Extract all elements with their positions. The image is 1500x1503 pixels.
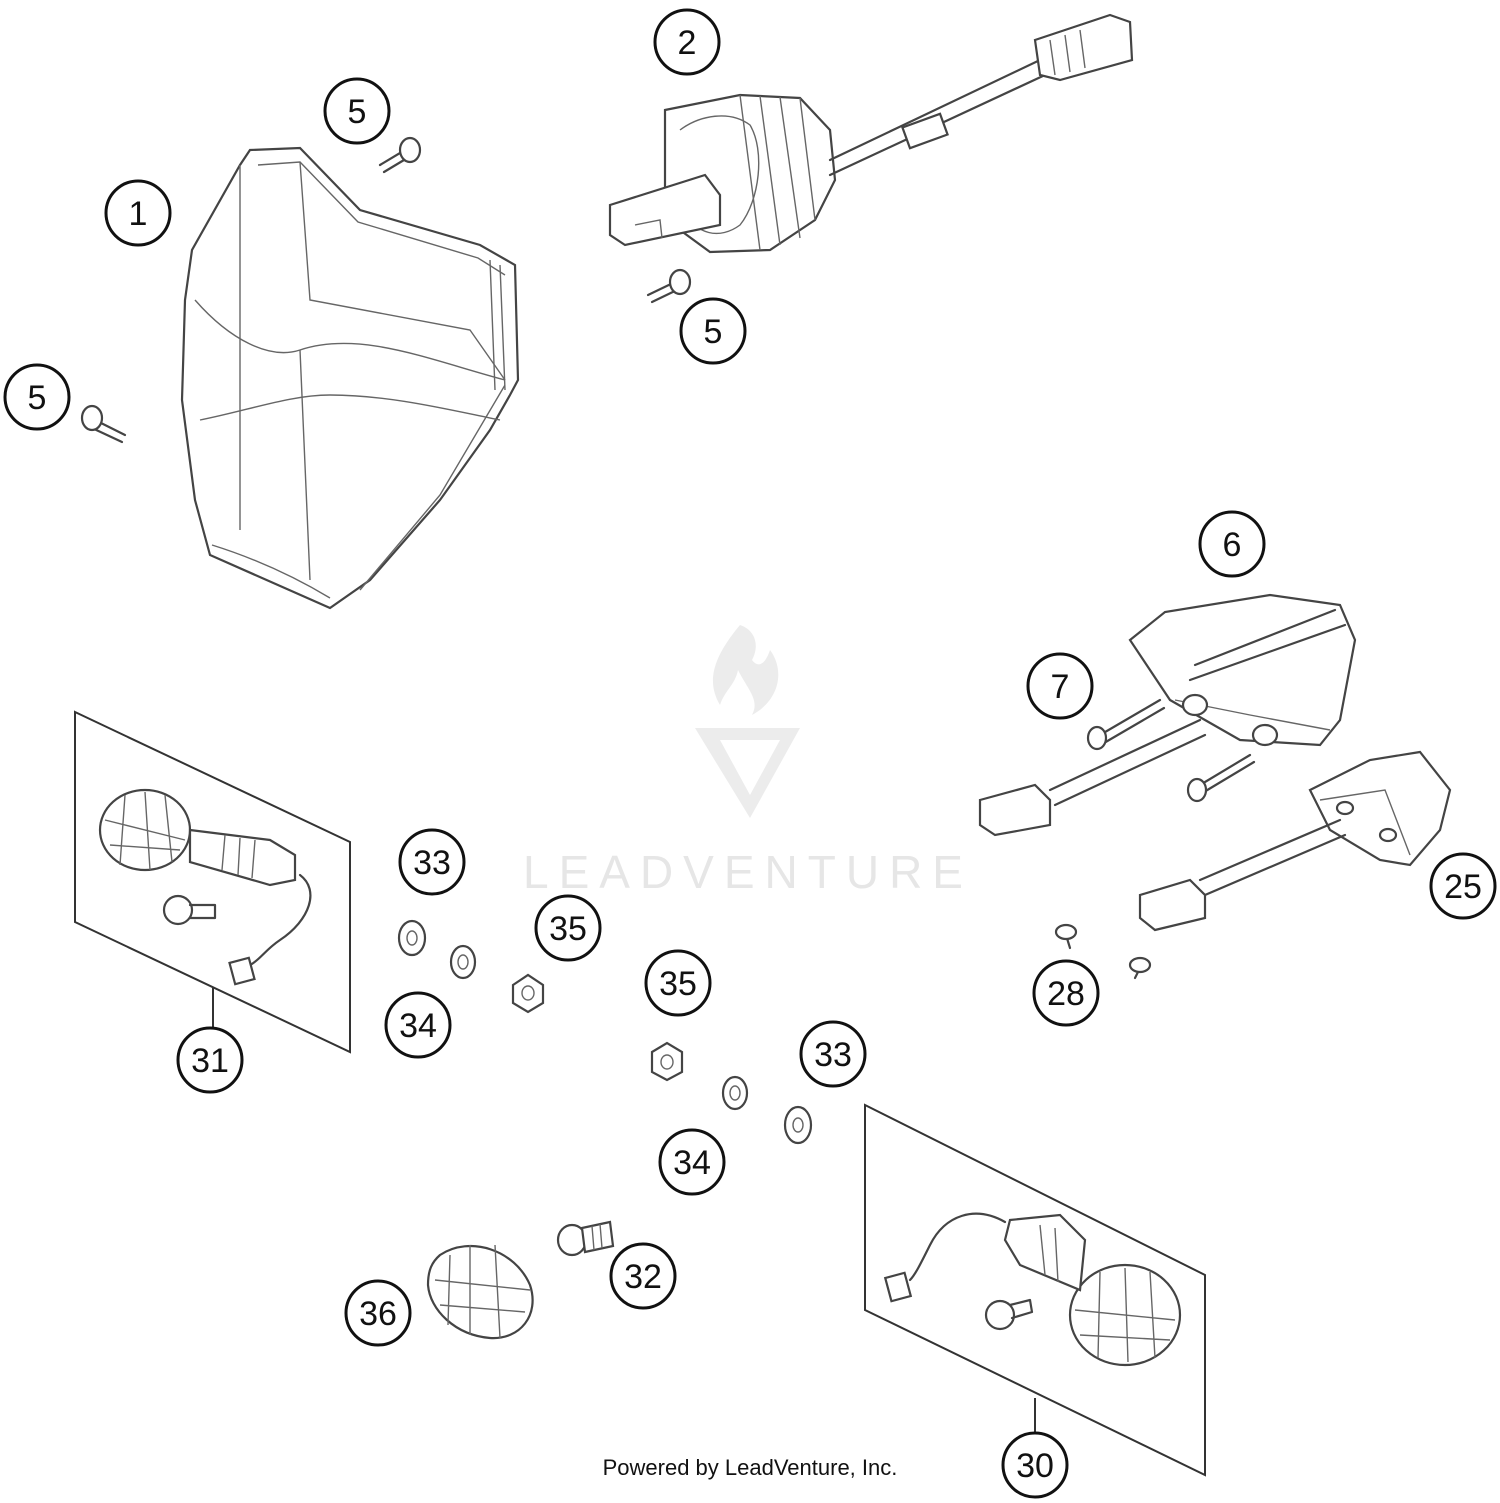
headlight-mask <box>180 146 520 610</box>
tail-light-screw-lower <box>1186 753 1256 803</box>
lock-washer-34-right <box>721 1075 749 1111</box>
callout-circle <box>1198 510 1266 578</box>
callout-number: 25 <box>1444 868 1482 906</box>
callout-circle <box>1429 852 1497 920</box>
screw-top <box>378 136 422 174</box>
indicator-kit-right <box>864 1103 1206 1477</box>
plate-light-screw-a <box>1054 923 1078 950</box>
callout-c34a: 34 <box>384 991 452 1059</box>
indicator-lens <box>426 1244 534 1340</box>
screw-bulb <box>646 268 692 304</box>
callout-number: 6 <box>1223 526 1242 564</box>
callout-number: 34 <box>673 1144 711 1182</box>
callout-circle <box>534 894 602 962</box>
callout-c28: 28 <box>1032 959 1100 1027</box>
footer-credit: Powered by LeadVenture, Inc. <box>602 1455 898 1480</box>
callout-number: 31 <box>191 1042 229 1080</box>
callout-circle <box>323 77 391 145</box>
screw-left <box>80 404 127 444</box>
callout-circle <box>104 179 172 247</box>
callout-circle <box>1026 652 1094 720</box>
callout-number: 28 <box>1047 975 1085 1013</box>
lock-washer-34-left <box>449 944 477 980</box>
callout-c33b: 33 <box>799 1020 867 1088</box>
callout-c35b: 35 <box>644 949 712 1017</box>
callout-c31: 31 <box>176 1026 244 1094</box>
callout-number: 33 <box>413 844 451 882</box>
callout-circle <box>384 991 452 1059</box>
callout-number: 30 <box>1016 1447 1054 1485</box>
callout-circle <box>344 1279 412 1347</box>
watermark-brand: LEADVENTURE <box>523 846 973 898</box>
callout-circle <box>658 1128 726 1196</box>
callout-c1: 1 <box>104 179 172 247</box>
callout-number: 5 <box>704 313 723 351</box>
callout-number: 2 <box>678 24 697 62</box>
callout-number: 32 <box>624 1258 662 1296</box>
callout-c34b: 34 <box>658 1128 726 1196</box>
indicator-kit-left <box>74 710 351 1054</box>
callout-circle <box>609 1242 677 1310</box>
callout-c7: 7 <box>1026 652 1094 720</box>
washer-33-right <box>783 1105 813 1145</box>
callout-number: 33 <box>814 1036 852 1074</box>
callout-circle <box>1001 1431 1069 1499</box>
watermark: LEADVENTURE <box>523 625 973 898</box>
callout-number: 5 <box>348 93 367 131</box>
callout-c30: 30 <box>1001 1431 1069 1499</box>
plate-light-screw-b <box>1128 956 1152 980</box>
callout-c5a: 5 <box>323 77 391 145</box>
callout-circle <box>653 8 721 76</box>
callout-circle <box>3 363 71 431</box>
callout-circle <box>679 297 747 365</box>
callout-circle <box>1032 959 1100 1027</box>
callout-circle <box>398 828 466 896</box>
callout-c2: 2 <box>653 8 721 76</box>
callout-number: 35 <box>659 965 697 1003</box>
indicator-bulb <box>556 1220 615 1257</box>
headlight-bulb-holder <box>608 13 1134 254</box>
license-plate-light <box>1138 750 1452 932</box>
tail-light <box>978 593 1357 837</box>
callout-c33a: 33 <box>398 828 466 896</box>
callout-c5c: 5 <box>3 363 71 431</box>
flame-v-logo-icon <box>695 625 800 818</box>
washer-33-left <box>397 919 427 957</box>
callout-number: 35 <box>549 910 587 948</box>
callout-number: 36 <box>359 1295 397 1333</box>
callout-c5b: 5 <box>679 297 747 365</box>
callout-circle <box>799 1020 867 1088</box>
callout-number: 34 <box>399 1007 437 1045</box>
callout-number: 7 <box>1051 668 1070 706</box>
callout-c6: 6 <box>1198 510 1266 578</box>
nut-35-left <box>511 973 545 1014</box>
callout-c36: 36 <box>344 1279 412 1347</box>
callout-c35a: 35 <box>534 894 602 962</box>
tail-light-screw-upper <box>1086 698 1166 751</box>
callout-c32: 32 <box>609 1242 677 1310</box>
callout-number: 1 <box>129 195 148 233</box>
callout-circle <box>176 1026 244 1094</box>
callout-number: 5 <box>28 379 47 417</box>
callout-circle <box>644 949 712 1017</box>
nut-35-right <box>650 1041 684 1082</box>
callout-c25: 25 <box>1429 852 1497 920</box>
